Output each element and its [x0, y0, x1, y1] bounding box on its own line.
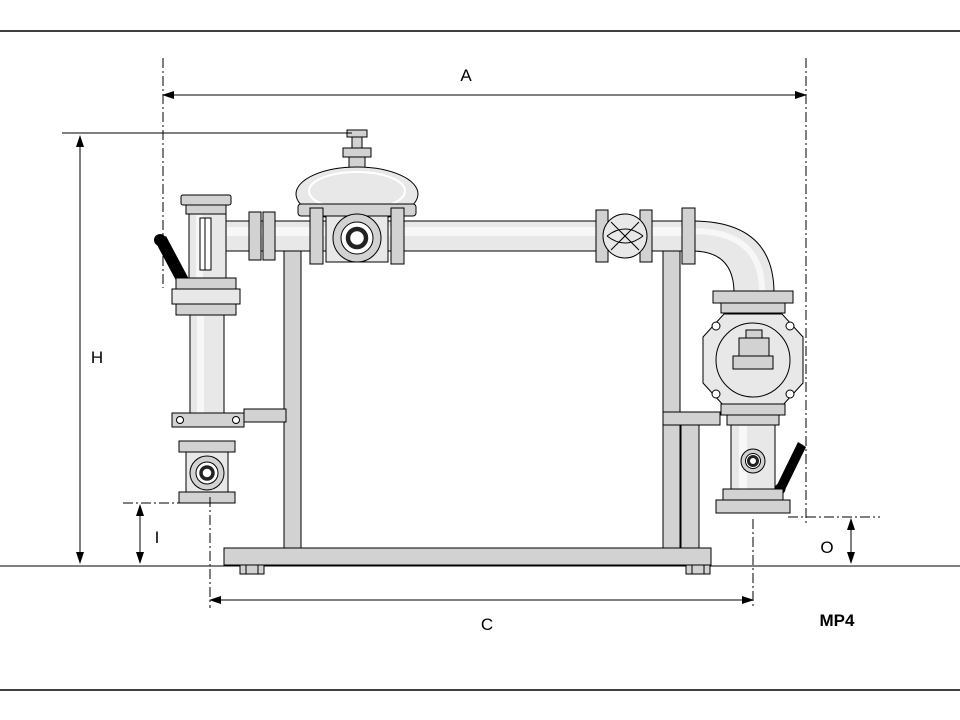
- outlet-assembly: [702, 290, 806, 514]
- regulator-right-flange: [390, 207, 405, 265]
- dim-i-label: I: [155, 528, 160, 547]
- inlet-bottom-flange: [178, 491, 236, 504]
- right-support-column: [662, 250, 681, 552]
- left-foot: [239, 564, 265, 575]
- regulator-stem: [342, 129, 372, 169]
- header-flange-1: [248, 211, 262, 261]
- header-flange-2: [262, 211, 276, 261]
- regulator-port: [332, 213, 382, 263]
- dim-c-label: C: [481, 615, 493, 634]
- outlet-sight-port: [740, 448, 766, 474]
- flow-meter: [595, 209, 653, 263]
- inlet-support-strut: [243, 408, 287, 423]
- dim-a-label: A: [460, 66, 472, 85]
- inlet-lower-pipe: [189, 314, 225, 416]
- regulator-left-flange: [309, 207, 324, 265]
- outlet-support-column: [680, 424, 700, 552]
- dim-h-label: H: [91, 348, 103, 367]
- pressure-regulator: [295, 129, 419, 265]
- inlet-sight-glass: [185, 451, 229, 495]
- dim-C: C: [209, 497, 754, 634]
- inlet-bracket-plate: [171, 412, 245, 428]
- outlet-bottom-cap: [715, 499, 791, 514]
- right-foot: [685, 564, 711, 575]
- inlet-lower-flange: [178, 440, 236, 453]
- dim-A: A: [162, 58, 807, 523]
- outlet-top-flange: [712, 290, 794, 304]
- outlet-valve-body: [702, 313, 804, 407]
- inlet-top-cap: [180, 194, 232, 206]
- outlet-lower-flange: [722, 488, 784, 501]
- support-frame: [223, 250, 721, 575]
- dim-I: I: [123, 502, 216, 564]
- inlet-ball-valve: [171, 277, 241, 316]
- inlet-top-collar: [185, 204, 227, 215]
- outlet-support-shelf: [662, 411, 721, 426]
- outlet-valve-lever: [774, 442, 806, 495]
- inlet-riser: [154, 194, 245, 504]
- elbow-flange: [681, 207, 696, 265]
- model-label: MP4: [820, 611, 856, 630]
- outlet-mid-flange: [720, 403, 786, 416]
- outlet-mid-collar: [726, 414, 780, 426]
- dim-H: H: [62, 132, 352, 564]
- outlet-top-collar: [720, 302, 786, 314]
- dim-O: O: [788, 516, 880, 564]
- base-skid: [223, 547, 712, 566]
- pipe-elbow: [681, 207, 775, 294]
- left-support-column: [283, 250, 302, 552]
- dim-o-label: O: [820, 538, 833, 557]
